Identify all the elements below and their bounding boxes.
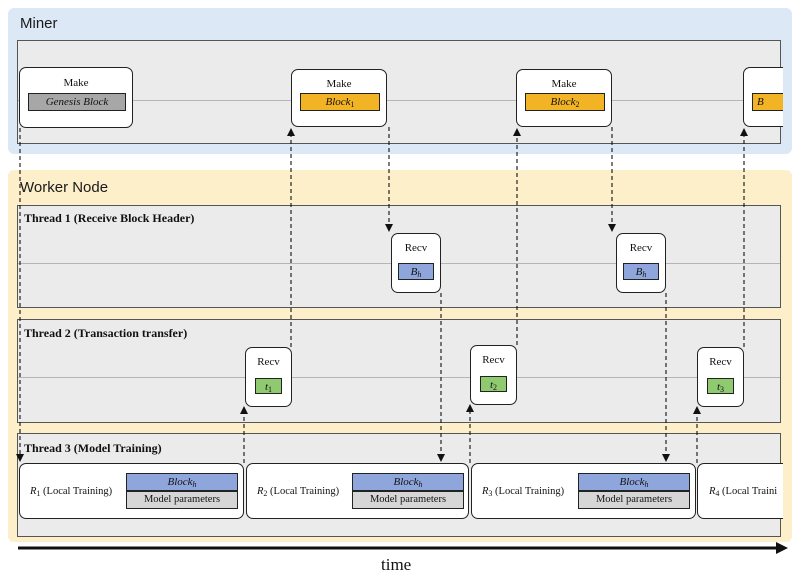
thread2-timeline — [18, 377, 780, 378]
recv-label: Recv — [257, 356, 280, 368]
local-training-card-1: R1 (Local Training) Blockh Model paramet… — [19, 463, 244, 519]
make-block1-card: Make Block1 — [291, 69, 387, 127]
block3-tag-partial: B — [752, 93, 783, 111]
local-training-label: R4 (Local Traini — [709, 486, 778, 498]
worker-node-title: Worker Node — [20, 179, 109, 196]
make-block2-card: Make Block2 — [516, 69, 612, 127]
block-header-tag: Bh — [398, 263, 434, 280]
recv-label: Recv — [482, 354, 505, 366]
miner-timeline — [18, 100, 780, 101]
local-training-label: R1 (Local Training) — [30, 486, 113, 498]
recv-tx-card-2: Recv t2 — [470, 345, 517, 405]
local-training-card-4-partial: R4 (Local Traini — [697, 463, 783, 519]
transaction-tag: t2 — [480, 376, 507, 392]
thread2-title: Thread 2 (Transaction transfer) — [24, 326, 188, 340]
block-h-tag: Blockh — [352, 473, 464, 491]
miner-lane — [17, 40, 781, 144]
recv-tx-card-1: Recv t1 — [245, 347, 292, 407]
recv-label: Recv — [629, 242, 653, 254]
block-h-tag: Blockh — [126, 473, 238, 491]
block2-tag: Block2 — [525, 93, 605, 111]
model-parameters-tag: Model parameters — [352, 491, 464, 509]
make-label: Make — [551, 78, 577, 90]
recv-header-card-1: Recv Bh — [391, 233, 441, 293]
model-parameters-tag: Model parameters — [578, 491, 690, 509]
make-block3-card-partial: B — [743, 67, 783, 127]
time-axis-arrowhead — [776, 542, 788, 554]
transaction-tag: t1 — [255, 378, 282, 394]
make-label: Make — [326, 78, 352, 90]
make-genesis-card: Make Genesis Block — [19, 67, 133, 128]
genesis-block-tag: Genesis Block — [28, 93, 126, 111]
thread3-title: Thread 3 (Model Training) — [24, 441, 162, 455]
model-parameters-tag: Model parameters — [126, 491, 238, 509]
thread2-lane: Thread 2 (Transaction transfer) — [17, 319, 781, 423]
time-axis-label: time — [381, 555, 412, 574]
make-label: Make — [63, 77, 89, 89]
thread1-title: Thread 1 (Receive Block Header) — [24, 211, 195, 225]
local-training-card-3: R3 (Local Training) Blockh Model paramet… — [471, 463, 696, 519]
recv-label: Recv — [404, 242, 428, 254]
local-training-label: R3 (Local Training) — [482, 486, 565, 498]
block-header-tag: Bh — [623, 263, 659, 280]
transaction-tag: t3 — [707, 378, 734, 394]
local-training-label: R2 (Local Training) — [257, 486, 340, 498]
local-training-card-2: R2 (Local Training) Blockh Model paramet… — [246, 463, 469, 519]
block1-tag: Block1 — [300, 93, 380, 111]
recv-tx-card-3: Recv t3 — [697, 347, 744, 407]
recv-header-card-2: Recv Bh — [616, 233, 666, 293]
miner-title: Miner — [20, 15, 58, 32]
recv-label: Recv — [709, 356, 732, 368]
block-h-tag: Blockh — [578, 473, 690, 491]
